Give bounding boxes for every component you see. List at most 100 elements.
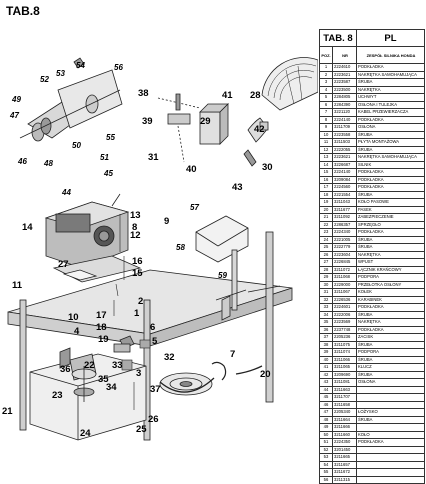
callout-24: 24 — [80, 428, 91, 439]
row-nr: 2222779 — [332, 243, 357, 252]
row-nr: 3211657 — [332, 460, 357, 469]
row-desc: ZACISK — [356, 333, 425, 342]
row-desc: PODKŁADKA — [356, 115, 425, 124]
parts-table-header: TAB. 8 PL — [319, 29, 425, 47]
row-nr: 2223621 — [332, 153, 357, 162]
row-poz: 34 — [319, 310, 333, 319]
callout-11: 11 — [12, 280, 23, 291]
row-nr: 3211066 — [332, 355, 357, 364]
row-nr: 3221120 — [332, 108, 357, 117]
callout-28: 28 — [250, 90, 261, 101]
row-nr: 3211664 — [332, 415, 357, 424]
pulley-and-belt — [113, 335, 263, 396]
table-lang-cell: PL — [356, 29, 425, 47]
row-desc: PODKŁADKA — [356, 183, 425, 192]
row-poz: 14 — [319, 160, 333, 169]
callout-38: 38 — [138, 88, 149, 99]
row-nr: 2237748 — [332, 325, 357, 334]
switch-bracket-assembly — [157, 93, 269, 167]
row-nr: 3211665 — [332, 453, 357, 462]
callout-34: 34 — [106, 382, 117, 393]
row-desc: ŚRUBA — [356, 340, 425, 349]
row-desc: PASEK — [356, 205, 425, 214]
callout-41: 41 — [222, 90, 233, 101]
row-desc: PODPORA — [356, 348, 425, 357]
row-nr: 2223621 — [332, 70, 357, 79]
callout-32: 32 — [164, 352, 175, 363]
row-poz: 46 — [319, 400, 333, 409]
row-desc: SPRZĘGŁO — [356, 220, 425, 229]
row-nr: 2205236 — [332, 333, 357, 342]
part-callouts: 52 53 54 56 49 47 50 55 46 48 51 45 44 3… — [2, 61, 273, 439]
callout-35: 35 — [98, 374, 109, 385]
row-desc: ŚRUBA — [356, 130, 425, 139]
row-nr: 2222055 — [332, 145, 357, 154]
row-desc: ŚRUBA — [356, 235, 425, 244]
row-poz: 11 — [319, 138, 333, 147]
row-poz: 22 — [319, 220, 333, 229]
callout-26: 26 — [148, 414, 159, 425]
row-poz: 39 — [319, 348, 333, 357]
callout-12: 12 — [130, 230, 141, 241]
callout-7: 7 — [230, 349, 235, 360]
row-poz: 9 — [319, 123, 333, 132]
row-desc — [356, 423, 425, 432]
row-desc: KARABINEK — [356, 295, 425, 304]
parts-table-subheader: POZ. NR ZESPÓŁ SILNIKA HONDA — [319, 46, 425, 64]
callout-17: 17 — [96, 310, 107, 321]
row-poz: 16 — [319, 175, 333, 184]
row-nr: 2226845 — [332, 258, 357, 267]
row-nr: 2223500 — [332, 85, 357, 94]
row-nr: 3211092 — [332, 213, 357, 222]
row-desc: PODKŁADKA — [356, 325, 425, 334]
row-poz: 44 — [319, 385, 333, 394]
row-poz: 47 — [319, 408, 333, 417]
callout-55: 55 — [106, 133, 115, 142]
row-nr: 3211072 — [332, 265, 357, 274]
row-desc: ŚRUBA — [356, 310, 425, 319]
callout-40: 40 — [186, 164, 197, 175]
row-desc: OSŁONA I TULEJKA — [356, 100, 425, 109]
row-desc: PRZEŁOTKA OSŁONY — [356, 280, 425, 289]
row-desc: PODKŁADKA — [356, 63, 425, 72]
row-nr: 2229000 — [332, 280, 357, 289]
row-desc: OSŁONA — [356, 123, 425, 132]
row-nr: 2205340 — [332, 408, 357, 417]
callout-58: 58 — [176, 243, 185, 252]
machine-frame — [7, 231, 293, 441]
callout-13: 13 — [130, 210, 141, 221]
row-desc: KABEL PRZEWIERZACZA — [356, 108, 425, 117]
row-desc: WPUST — [356, 258, 425, 267]
row-desc: ŁĄCZNIK KRAŃCOWY — [356, 265, 425, 274]
row-desc: KOŁEK — [356, 288, 425, 297]
callout-37: 37 — [150, 384, 161, 395]
row-desc: ŚRUBA — [356, 243, 425, 252]
row-nr: 2221554 — [332, 190, 357, 199]
callout-46: 46 — [17, 157, 27, 166]
row-nr: 3211074 — [332, 348, 357, 357]
row-nr: 3211672 — [332, 468, 357, 477]
row-poz: 33 — [319, 303, 333, 312]
callout-10: 10 — [68, 312, 79, 323]
row-desc — [356, 393, 425, 402]
